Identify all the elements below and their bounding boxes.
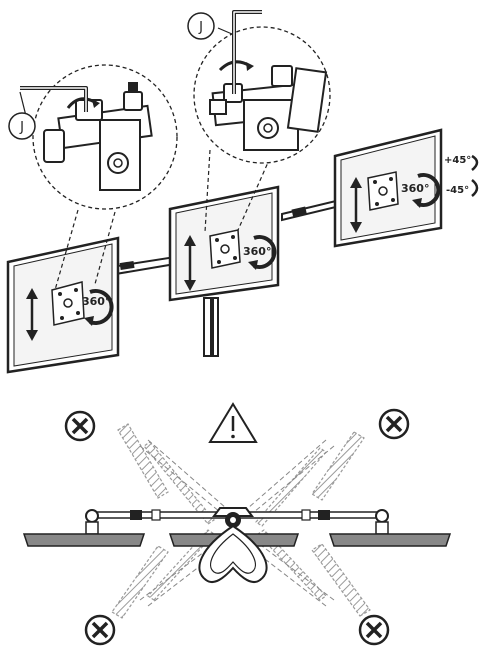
hex-key-icon xyxy=(232,10,262,94)
right-monitor: 360° xyxy=(333,128,443,248)
warning-triangle-icon xyxy=(208,402,258,443)
rotate-arrow-center xyxy=(248,235,277,270)
ghost-arms xyxy=(111,423,371,619)
tool-callout-top: J xyxy=(187,12,215,40)
rotate-arrow-right xyxy=(412,173,441,208)
prohibited-x-icon xyxy=(358,614,390,646)
vesa-plate-right xyxy=(367,171,399,211)
rotate-arrow-left xyxy=(84,289,114,326)
prohibited-x-icon xyxy=(64,410,96,442)
detail-leaders xyxy=(54,149,271,291)
tool-label-top: J xyxy=(198,20,203,35)
height-arrow-center xyxy=(184,235,196,291)
detail-circle-top xyxy=(193,10,331,164)
hex-key-icon xyxy=(20,86,88,112)
left-monitor: 360° xyxy=(6,236,120,374)
height-arrow-right xyxy=(350,177,362,233)
vesa-plate-center xyxy=(209,229,241,269)
top-view-base xyxy=(198,507,268,584)
tilt-up-label: +45° xyxy=(444,155,471,166)
tilt-down-label: -45° xyxy=(446,185,469,196)
center-monitor: 360° xyxy=(168,185,280,302)
prohibited-x-icon xyxy=(378,408,410,440)
rotation-label-left: 360° xyxy=(82,295,110,308)
rotation-label-right: 360° xyxy=(401,182,429,195)
tool-label-left: J xyxy=(19,120,24,135)
height-arrow-left xyxy=(26,288,38,341)
vesa-plate-left xyxy=(51,281,85,326)
tilt-indicator: +45° -45° xyxy=(444,154,479,197)
top-view-monitors xyxy=(22,533,452,547)
rotation-label-center: 360° xyxy=(243,245,271,258)
prohibited-x-icon xyxy=(84,614,116,646)
detail-circle-left xyxy=(19,64,178,210)
tool-callout-left: J xyxy=(8,112,36,140)
stand-pole xyxy=(203,297,219,357)
